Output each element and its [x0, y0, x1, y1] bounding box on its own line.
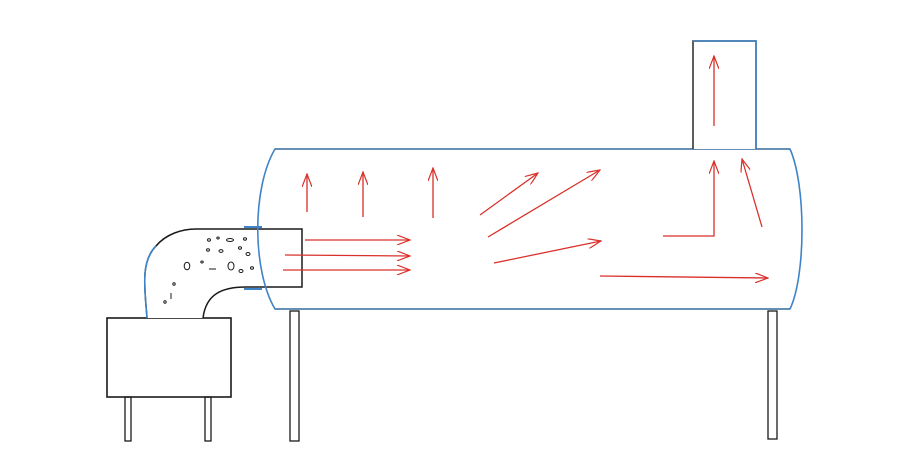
elbow-pipe [143, 226, 303, 319]
chamber-leg-right [767, 310, 778, 440]
firebox-leg-left [124, 396, 132, 442]
chimney-highlight [693, 40, 757, 149]
particle [206, 248, 210, 252]
firebox-legs [124, 396, 212, 442]
smoke-particles [163, 236, 254, 304]
firebox-leg-right [204, 396, 212, 442]
particle [238, 246, 242, 250]
chamber-legs [289, 310, 778, 442]
firebox [106, 317, 232, 398]
particle [226, 238, 234, 242]
particle [250, 266, 254, 270]
smoke-chamber [256, 148, 803, 310]
particle [216, 236, 220, 240]
chimney [692, 40, 757, 149]
flow-arrow [479, 173, 538, 216]
particle [207, 238, 211, 242]
particle [183, 261, 191, 271]
particle [200, 260, 204, 264]
particle [163, 300, 167, 304]
particle [227, 261, 235, 271]
flow-arrow [493, 241, 601, 264]
particle [243, 237, 247, 241]
smoke-flow-arrows [283, 56, 768, 278]
flow-arrow [487, 170, 600, 238]
particle [218, 249, 224, 253]
flow-arrow [284, 255, 410, 256]
elbow-pipe-highlight [143, 245, 157, 319]
elbow-pipe-outline [143, 228, 303, 319]
flow-arrow [599, 276, 768, 278]
flow-arrow [742, 159, 763, 228]
chimney-outline [692, 40, 757, 149]
chamber-leg-left [289, 310, 300, 442]
smoke-chamber-body [256, 148, 803, 310]
particle [238, 269, 244, 273]
particle [245, 252, 251, 256]
firebox-body [106, 317, 232, 398]
particle [172, 282, 176, 286]
flow-arrow [663, 161, 714, 237]
